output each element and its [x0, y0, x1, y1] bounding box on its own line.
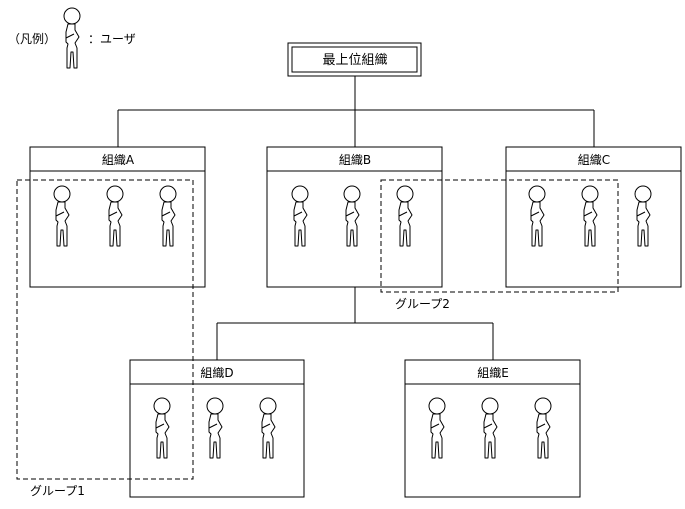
- org-d[interactable]: 組織D: [129, 359, 305, 498]
- org-c-label: 組織C: [578, 153, 610, 167]
- connector-lines: [117, 76, 595, 360]
- group-2-label: グループ2: [395, 297, 450, 311]
- org-e-label: 組織E: [477, 366, 509, 380]
- org-c[interactable]: 組織C: [505, 146, 682, 288]
- group-2[interactable]: グループ2: [380, 179, 619, 311]
- group-1[interactable]: グループ1: [16, 179, 194, 498]
- org-b-label: 組織B: [339, 153, 371, 167]
- group-1-label: グループ1: [30, 484, 85, 498]
- org-e[interactable]: 組織E: [404, 359, 581, 498]
- legend-open: （凡例）: [8, 32, 56, 46]
- org-b[interactable]: 組織B: [266, 146, 443, 288]
- user-icon: [63, 7, 81, 69]
- org-a-label: 組織A: [102, 153, 135, 167]
- org-d-label: 組織D: [200, 366, 233, 380]
- top-organization-label: 最上位組織: [322, 53, 387, 68]
- org-a[interactable]: 組織A: [29, 146, 206, 288]
- legend-label: ユーザ: [100, 32, 136, 46]
- legend-colon: ：: [88, 32, 100, 46]
- top-organization[interactable]: 最上位組織: [287, 42, 422, 77]
